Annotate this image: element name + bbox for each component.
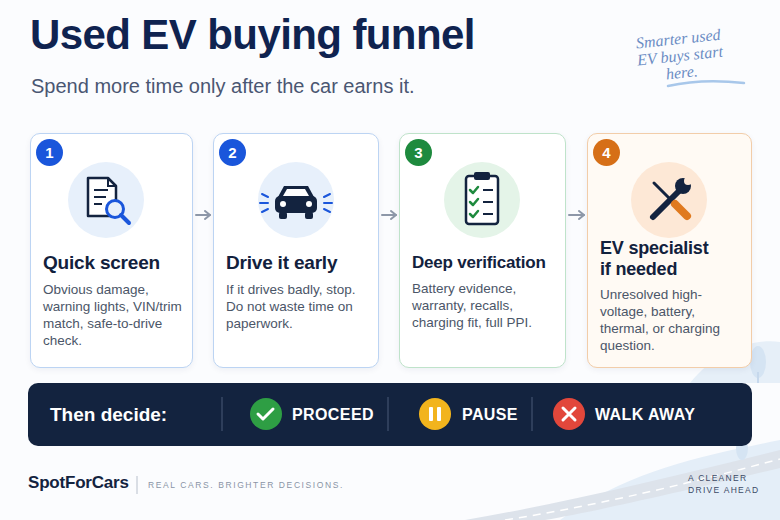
- walk-away-icon: [553, 398, 585, 430]
- check-marks: [470, 187, 478, 217]
- tree: [750, 346, 766, 378]
- divider: [388, 397, 389, 431]
- tree-trunk: [757, 372, 759, 383]
- step-heading: Drive it early: [226, 252, 368, 274]
- step-number: 3: [405, 139, 432, 166]
- screwdriver-handle: [675, 204, 687, 216]
- step-card: 3Deep verificationBattery evidence, warr…: [399, 133, 566, 368]
- step-heading: EV specialist if needed: [600, 238, 722, 279]
- brand-tagline: REAL CARS. BRIGHTER DECISIONS.: [148, 480, 344, 490]
- proceed-icon: [250, 398, 282, 430]
- document-fold: [108, 178, 116, 186]
- clipboard-clip: [474, 172, 490, 180]
- step-card: 1Quick screenObvious damage, warning lig…: [30, 133, 193, 368]
- motion-lines: [260, 194, 332, 212]
- document-line: [94, 189, 108, 191]
- status-circle: [250, 398, 282, 430]
- handwritten-note: Smarter used EV buys start here.: [626, 25, 735, 87]
- step-description: Unresolved high-voltage, battery, therma…: [600, 286, 741, 354]
- status-circle: [553, 398, 585, 430]
- decision-option: WALK AWAY: [595, 383, 695, 446]
- diagram-title: Used EV buying funnel: [30, 10, 475, 60]
- car-windshield: [283, 189, 309, 196]
- checklist-lines: [483, 190, 493, 214]
- road: [465, 450, 780, 520]
- screwdriver-shaft: [654, 183, 674, 203]
- band-heading: Then decide:: [50, 383, 167, 446]
- car-body: [275, 196, 317, 213]
- step-description: Battery evidence, warranty, recalls, cha…: [412, 280, 555, 331]
- step-heading: Deep verification: [412, 253, 555, 273]
- card-content: Drive it early If it drives badly, stop. …: [226, 252, 368, 332]
- road-marking: [505, 459, 780, 520]
- divider: [222, 397, 223, 431]
- cross-symbol: [563, 408, 575, 420]
- step-number: 1: [36, 139, 63, 166]
- flow-arrow: [196, 214, 210, 216]
- card-content: Quick screenObvious damage, warning ligh…: [43, 252, 182, 349]
- clipboard-board: [466, 176, 498, 224]
- flow-arrow: [569, 214, 584, 216]
- magnifier-lens: [107, 201, 124, 218]
- note-underline: [668, 81, 744, 86]
- step-description: If it drives badly, stop. Do not waste t…: [226, 281, 368, 332]
- flow-arrow: [382, 214, 396, 216]
- pause-icon: [419, 398, 451, 430]
- pause-bar: [437, 407, 441, 421]
- diagram-subtitle: Spend more time only after the car earns…: [31, 73, 415, 99]
- document-line: [94, 196, 106, 198]
- icon-circle: [444, 162, 520, 238]
- tools-icon: [631, 162, 707, 238]
- inspect-icon: [68, 162, 144, 238]
- step-card: 4 EV specialist if neededUnresolved high-…: [587, 133, 752, 368]
- icon-circle: [631, 162, 707, 238]
- car-icon: [258, 162, 334, 238]
- icon-circle: [258, 162, 334, 238]
- document-shape: [88, 178, 116, 216]
- step-card: 2Drive it early If it drives badly, stop.…: [213, 133, 379, 368]
- car-wheel: [279, 212, 287, 219]
- step-number: 4: [593, 139, 620, 166]
- document-line: [94, 203, 102, 205]
- step-number: 2: [219, 139, 246, 166]
- divider: [532, 397, 533, 431]
- decision-option: PROCEED: [292, 383, 374, 446]
- footer-separator: [137, 476, 138, 494]
- band-dividers: [222, 397, 532, 431]
- step-heading: Quick screen: [43, 252, 182, 274]
- magnifier-handle: [121, 215, 129, 223]
- wrench-notch: [684, 177, 692, 185]
- wrench-shaft: [653, 190, 680, 217]
- check-symbol: [258, 409, 273, 419]
- step-description: Obvious damage, warning lights, VIN/trim…: [43, 281, 182, 349]
- status-circle: [419, 398, 451, 430]
- card-content: EV specialist if neededUnresolved high-v…: [600, 238, 741, 354]
- checklist-icon: [444, 162, 520, 238]
- wrench-head: [675, 178, 691, 194]
- decision-band: Then decide: PROCEED PAUSE WALK AWAY: [28, 383, 752, 446]
- hill: [560, 440, 780, 520]
- brand-name: SpotForCars: [28, 473, 129, 493]
- pause-bar: [429, 407, 433, 421]
- car-wheel: [305, 212, 313, 219]
- car-headlight: [280, 201, 286, 207]
- car-headlight: [306, 201, 312, 207]
- decision-option: PAUSE: [462, 383, 518, 446]
- road-slogan: A CLEANER DRIVE AHEAD: [688, 472, 762, 496]
- icon-circle: [68, 162, 144, 238]
- card-content: Deep verificationBattery evidence, warra…: [412, 253, 555, 331]
- car-cabin: [278, 186, 314, 197]
